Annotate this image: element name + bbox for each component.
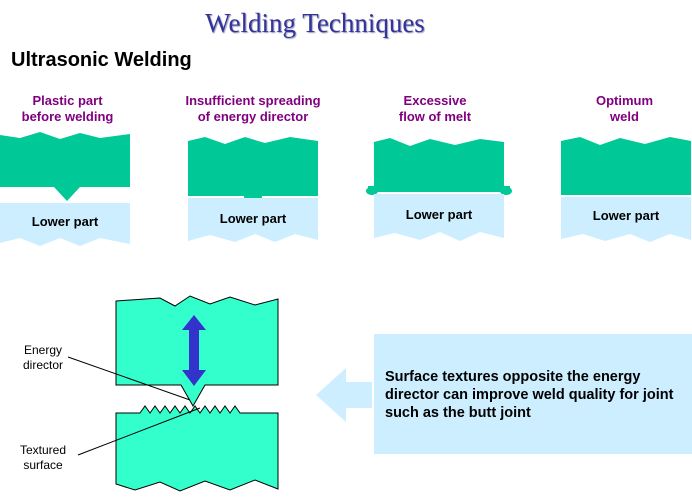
stage-caption-line2: weld (610, 109, 639, 124)
callout-note: Surface textures opposite the energy dir… (385, 369, 674, 421)
callout-arrow-icon (316, 368, 372, 422)
textured-surface-label: Textured surface (10, 443, 76, 473)
stage-caption-insufficient: Insufficient spreading of energy directo… (173, 93, 333, 125)
stage-1-parts (0, 132, 130, 246)
lower-part (561, 197, 691, 242)
stage-caption-before-welding: Plastic part before welding (5, 93, 130, 125)
upper-part (374, 138, 504, 188)
stage-caption-excessive: Excessive flow of melt (370, 93, 500, 125)
stage-2-parts (188, 137, 318, 242)
lower-part (0, 203, 130, 246)
energy-director-label-line1: Energy (23, 343, 63, 357)
lower-part-label-4: Lower part (592, 208, 660, 223)
energy-director-leader (67, 356, 191, 401)
stage-caption-line1: Optimum (595, 93, 654, 108)
page-title: Welding Techniques (205, 8, 425, 38)
lower-part-label-2: Lower part (219, 211, 287, 226)
stage-caption-optimum: Optimum weld (562, 93, 687, 125)
section-subtitle: Ultrasonic Welding (11, 49, 192, 71)
upper-part (0, 132, 130, 201)
textured-surface-label-line1: Textured (19, 443, 67, 457)
energy-director-label: Energy director (12, 343, 74, 373)
stage-3-parts (366, 138, 512, 241)
lower-part (374, 194, 504, 241)
stage-caption-line2: before welding (21, 109, 114, 124)
stage-4-parts (561, 137, 691, 242)
stage-caption-line1: Excessive (403, 93, 467, 108)
energy-director-label-line2: director (22, 358, 63, 372)
textured-surface-leader (77, 407, 201, 456)
stage-caption-line1: Insufficient spreading (185, 93, 321, 108)
stage-caption-line2: flow of melt (398, 109, 472, 124)
lower-part-label-3: Lower part (405, 207, 473, 222)
upper-part (188, 137, 318, 196)
stage-caption-line2: of energy director (197, 109, 309, 124)
upper-part (561, 137, 691, 195)
callout-box (374, 334, 692, 454)
textured-surface-label-line2: surface (23, 458, 63, 472)
lower-section (115, 405, 279, 492)
stage-caption-line1: Plastic part (32, 93, 103, 108)
melt-layer (368, 186, 510, 192)
lower-part (188, 198, 318, 242)
lower-part-label-1: Lower part (31, 214, 99, 229)
vertical-double-arrow (182, 315, 206, 386)
